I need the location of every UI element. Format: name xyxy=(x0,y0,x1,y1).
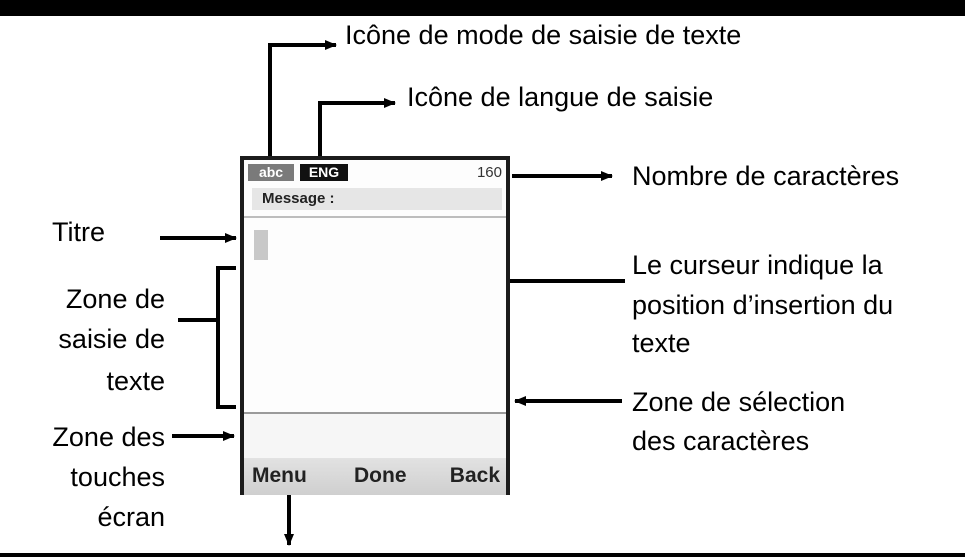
label-title: Titre xyxy=(52,217,105,247)
input-divider xyxy=(244,412,506,414)
label-lang-icon: Icône de langue de saisie xyxy=(407,82,714,112)
label-text-zone-1: Zone de xyxy=(65,284,165,314)
char-count: 160 xyxy=(476,164,502,181)
bottom-rule xyxy=(0,553,965,557)
input-mode-icon: abc xyxy=(248,164,294,181)
label-text-zone-2: saisie de xyxy=(58,324,165,354)
message-title: Message : xyxy=(252,188,502,210)
status-bar: abc ENG 160 xyxy=(244,160,506,182)
label-char-count: Nombre de caractères xyxy=(632,161,900,191)
arrow-lang-icon xyxy=(318,98,396,165)
label-cursor-3: texte xyxy=(632,328,691,358)
label-cursor-1: Le curseur indique la xyxy=(632,250,883,280)
top-rule xyxy=(0,0,965,16)
softkey-bar: Menu Done Back xyxy=(244,458,506,495)
text-cursor xyxy=(254,230,268,260)
label-selection-zone-1: Zone de sélection xyxy=(632,387,846,417)
label-mode-icon: Icône de mode de saisie de texte xyxy=(345,20,742,50)
arrow-mode-icon xyxy=(268,40,337,165)
label-cursor-2: position d’insertion du xyxy=(632,290,894,320)
label-softkeys-zone-3: écran xyxy=(97,502,165,532)
label-softkeys-zone-1: Zone des xyxy=(52,422,165,452)
phone-screen: abc ENG 160 Message : Menu Done Back xyxy=(240,156,510,495)
softkey-done[interactable]: Done xyxy=(354,464,407,487)
input-language-icon: ENG xyxy=(300,164,348,181)
label-selection-zone-2: des caractères xyxy=(632,426,810,456)
softkey-menu[interactable]: Menu xyxy=(252,464,307,487)
bracket-text-zone xyxy=(178,266,236,409)
label-softkeys-zone-2: touches xyxy=(70,462,165,492)
character-selection-zone xyxy=(244,414,506,458)
softkey-back[interactable]: Back xyxy=(449,464,500,487)
title-divider xyxy=(244,216,506,218)
label-text-zone-3: texte xyxy=(106,366,165,396)
